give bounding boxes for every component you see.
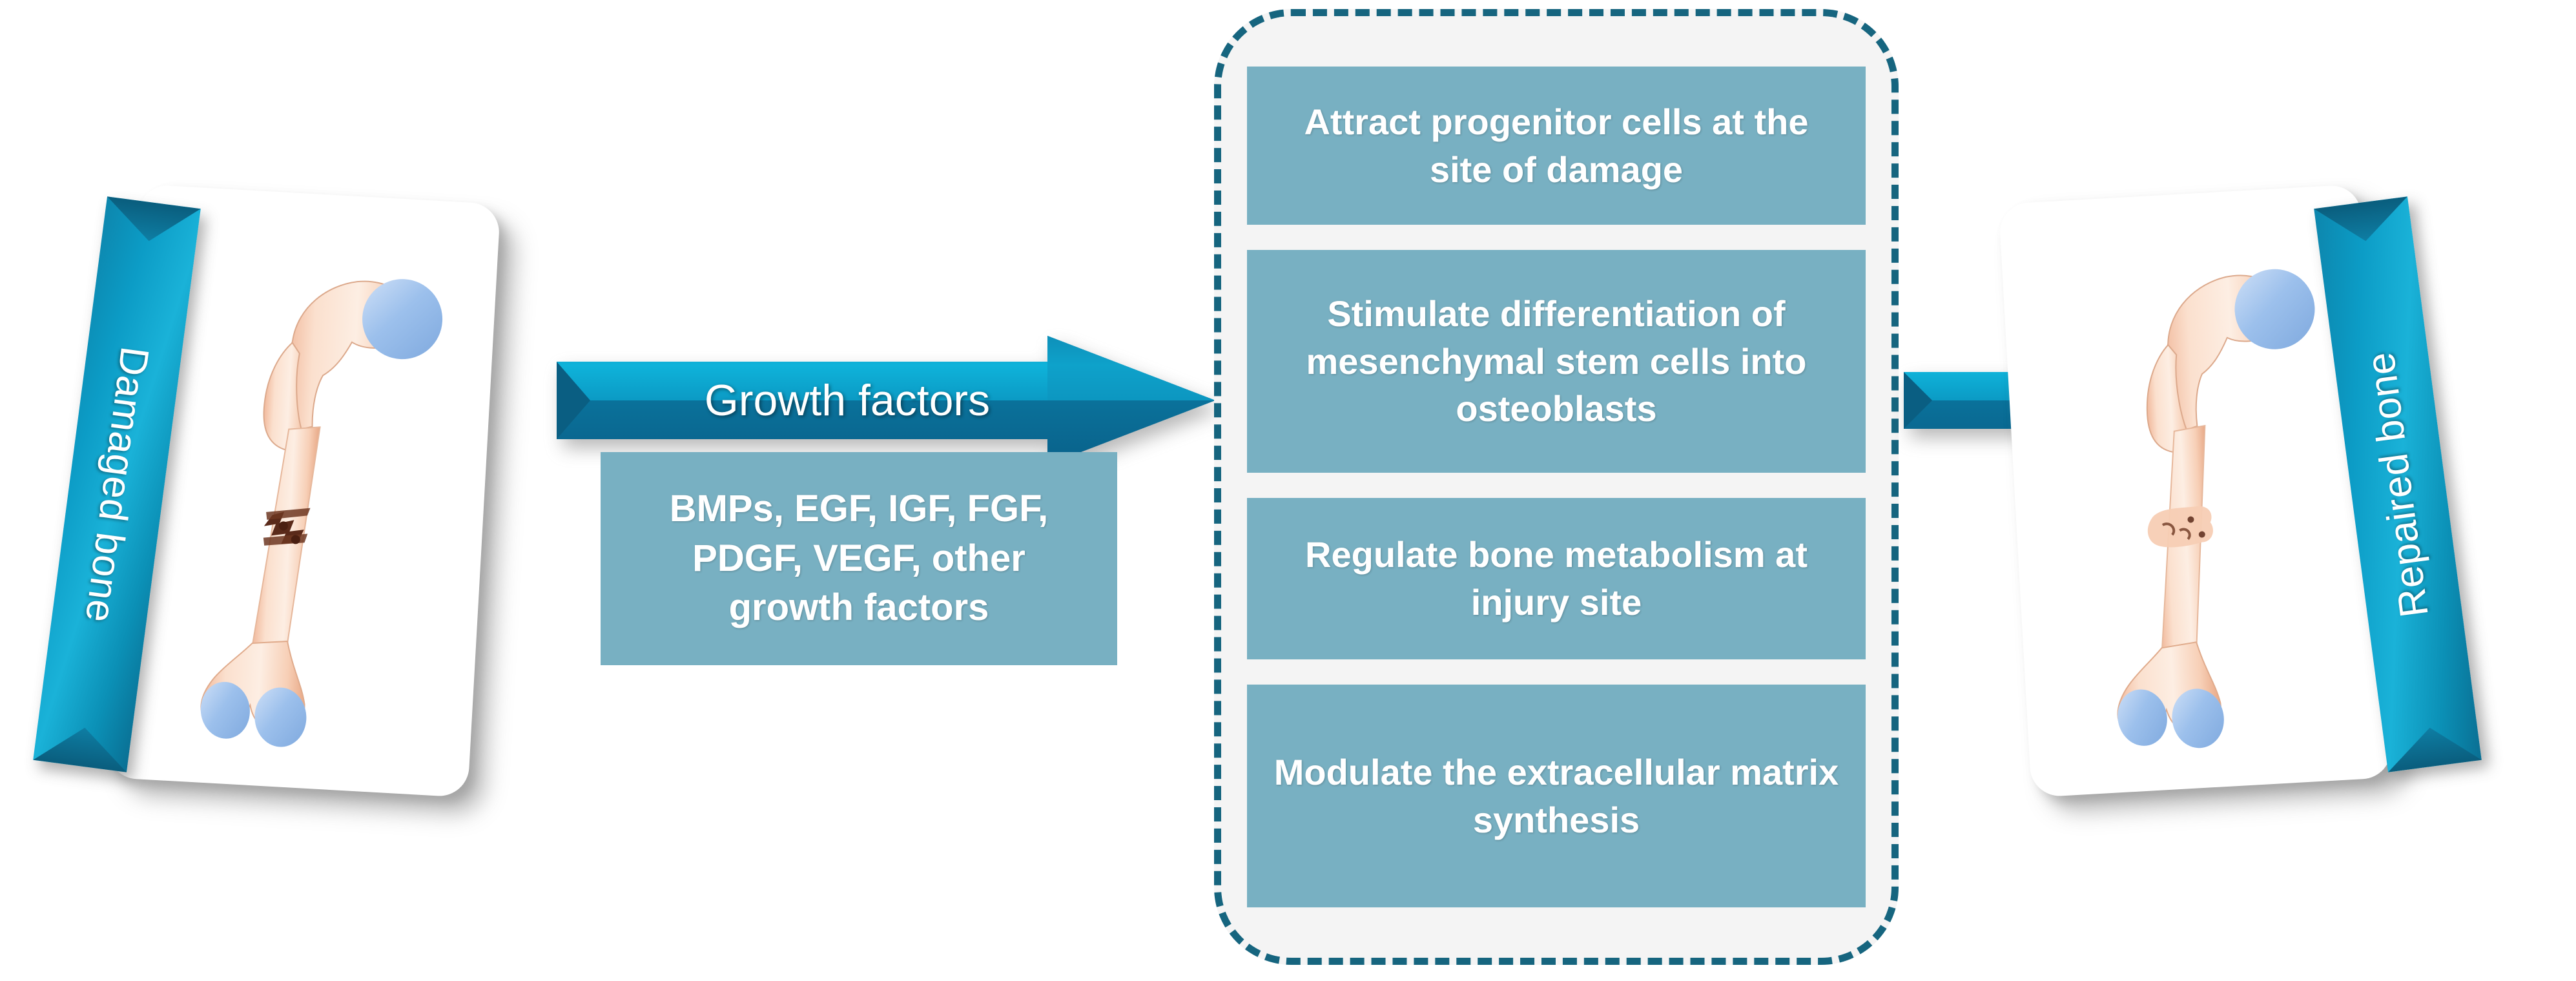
effect-text-2: Regulate bone metabolism at injury site: [1305, 534, 1808, 623]
fracture-icon: [263, 508, 311, 546]
damaged-bone-illustration: [107, 184, 500, 798]
growth-factors-list-box: BMPs, EGF, IGF, FGF, PDGF, VEGF, other g…: [601, 452, 1117, 665]
effect-box-0: Attract progenitor cells at the site of …: [1247, 67, 1866, 225]
ribbon-bevel-bottom: [33, 721, 132, 772]
growth-factors-list-text: BMPs, EGF, IGF, FGF, PDGF, VEGF, other g…: [669, 488, 1049, 629]
greater-trochanter: [2146, 344, 2194, 453]
effect-box-2: Regulate bone metabolism at injury site: [1247, 498, 1866, 659]
repaired-bone-card: [1998, 184, 2393, 798]
effect-text-3: Modulate the extracellular matrix synthe…: [1273, 751, 1839, 840]
medial-condyle-cartilage-icon: [200, 681, 250, 739]
growth-factors-arrow: Growth factors: [557, 336, 1215, 465]
repaired-bone-label: Repaired bone: [2358, 349, 2438, 620]
growth-factor-effects-panel: Attract progenitor cells at the site of …: [1214, 9, 1899, 965]
damaged-bone-card: [106, 184, 501, 798]
effect-text-1: Stimulate differentiation of mesenchymal…: [1306, 293, 1807, 429]
effect-box-1: Stimulate differentiation of mesenchymal…: [1247, 250, 1866, 473]
femoral-head-cartilage-icon: [2234, 269, 2315, 349]
femoral-head-cartilage-icon: [362, 279, 443, 360]
lateral-condyle-cartilage-icon: [2172, 688, 2224, 749]
medial-condyle-cartilage-icon: [2117, 689, 2167, 746]
effect-text-0: Attract progenitor cells at the site of …: [1304, 101, 1809, 190]
damaged-bone-label: Damaged bone: [76, 344, 158, 625]
effect-box-3: Modulate the extracellular matrix synthe…: [1247, 685, 1866, 907]
ribbon-bevel-bottom: [2383, 721, 2482, 772]
bone-callus-icon: [2147, 506, 2213, 548]
lateral-condyle-cartilage-icon: [254, 687, 307, 747]
repaired-bone-illustration: [1999, 184, 2393, 798]
greater-trochanter: [263, 342, 307, 451]
